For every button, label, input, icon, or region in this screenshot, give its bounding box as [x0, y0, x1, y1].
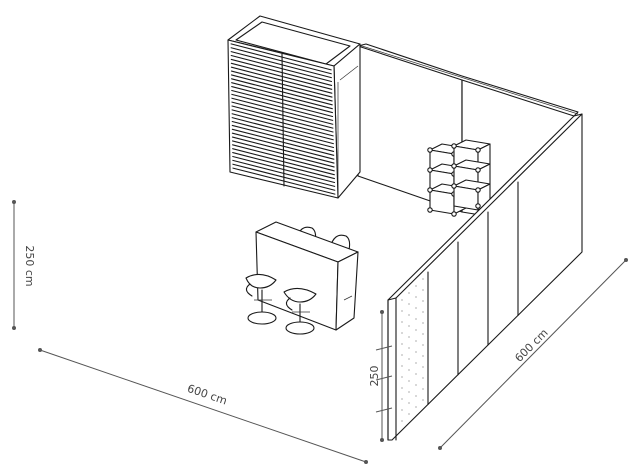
side-wall [387, 113, 583, 441]
stool-left [245, 273, 277, 325]
dimension-height-wall: 250 [368, 310, 393, 442]
wall-peg [415, 329, 417, 331]
cube-joint [427, 147, 433, 153]
dimension-label-height-wall: 250 [368, 366, 381, 387]
wall-peg [401, 343, 403, 345]
cube-joint [451, 143, 457, 149]
wall-peg [401, 409, 403, 411]
wall-peg [401, 299, 403, 301]
wall-peg [422, 322, 424, 324]
louver-slat [230, 54, 333, 83]
wall-peg [408, 413, 410, 415]
wall-peg [401, 398, 403, 400]
side-wall-panels [427, 181, 519, 405]
wall-peg [401, 420, 403, 422]
wall-peg [408, 336, 410, 338]
wall-peg [408, 369, 410, 371]
wall-peg [415, 406, 417, 408]
wall-peg [415, 362, 417, 364]
wall-peg [415, 285, 417, 287]
louver-slat [231, 78, 333, 106]
cabinet-louvers [230, 43, 336, 195]
louver-slat [230, 74, 333, 102]
dimension-label-height-left: 250 cm [23, 245, 36, 286]
wall-peg [422, 355, 424, 357]
wall-peg [415, 296, 417, 298]
wall-peg [415, 351, 417, 353]
wall-peg [408, 325, 410, 327]
cube-joint [427, 187, 433, 193]
wall-peg [415, 384, 417, 386]
cube-shelf [427, 139, 491, 217]
wall-peg [422, 366, 424, 368]
louver-slat [230, 70, 333, 98]
wall-peg [401, 365, 403, 367]
wall-peg [415, 395, 417, 397]
wall-peg [408, 380, 410, 382]
dimension-height-left: 250 cm [12, 200, 36, 330]
storage-cabinet [227, 15, 361, 199]
cube-joint [451, 211, 457, 217]
wall-peg [401, 376, 403, 378]
cube-joint [475, 167, 481, 173]
louver-slat [230, 51, 332, 79]
louver-slat [230, 43, 332, 71]
cube-front [453, 185, 479, 211]
wall-peg [401, 354, 403, 356]
wall-peg [401, 332, 403, 334]
wall-peg [415, 318, 417, 320]
cube-joint [475, 187, 481, 193]
dimension-width-front: 600 cm [38, 348, 368, 464]
side-wall-pegs [401, 278, 424, 422]
wall-peg [415, 340, 417, 342]
wall-peg [422, 278, 424, 280]
louver-slat [230, 47, 332, 75]
louver-slat [230, 62, 333, 90]
wall-peg [422, 300, 424, 302]
louver-slat [231, 93, 334, 121]
wall-peg [408, 402, 410, 404]
cube-joint [475, 203, 481, 209]
wall-peg [408, 391, 410, 393]
louver-slat [231, 82, 333, 110]
wall-peg [408, 358, 410, 360]
cube-joint [475, 147, 481, 153]
wall-peg [422, 333, 424, 335]
dimension-label-depth-right: 600 cm [512, 326, 550, 364]
louver-slat [231, 89, 334, 118]
wall-peg [422, 289, 424, 291]
dimension-label-width-front: 600 cm [186, 382, 229, 408]
wall-peg [415, 307, 417, 309]
louver-slat [230, 66, 333, 94]
wall-peg [422, 344, 424, 346]
wall-peg [401, 310, 403, 312]
wall-peg [422, 377, 424, 379]
cube-front [429, 189, 455, 215]
wall-peg [408, 347, 410, 349]
cube-joint [427, 167, 433, 173]
cube-joint [451, 163, 457, 169]
louver-slat [230, 58, 333, 86]
bar-counter [255, 221, 359, 331]
wall-peg [422, 388, 424, 390]
wall-peg [408, 292, 410, 294]
louver-slat [231, 86, 333, 114]
cube-joint [427, 207, 433, 213]
cube-joint [451, 183, 457, 189]
wall-peg [415, 373, 417, 375]
wall-peg [401, 321, 403, 323]
stool-right [283, 287, 317, 335]
wall-peg [422, 311, 424, 313]
wall-peg [408, 303, 410, 305]
wall-peg [422, 399, 424, 401]
wall-peg [408, 314, 410, 316]
wall-peg [401, 387, 403, 389]
